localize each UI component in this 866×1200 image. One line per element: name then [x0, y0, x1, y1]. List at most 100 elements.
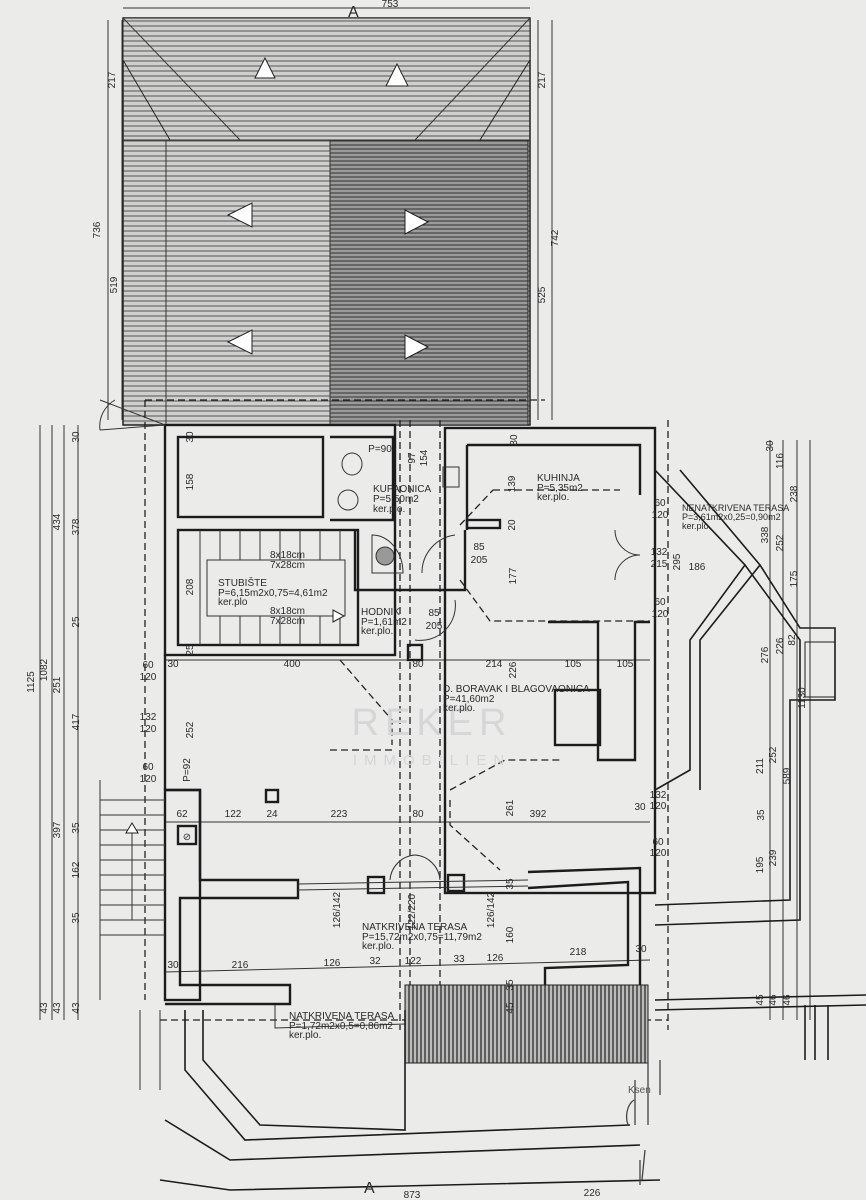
arrow-left-icon: [226, 202, 253, 228]
dimension-label: 1125: [26, 671, 37, 693]
walls: ⊘: [163, 423, 657, 1064]
dimension-label: 226: [775, 637, 786, 654]
svg-text:P=1,61m2: P=1,61m2: [361, 617, 407, 628]
svg-text:NATKRIVENA TERASA: NATKRIVENA TERASA: [362, 922, 468, 933]
dimension-label: 251: [52, 676, 63, 693]
handwritten-note: Ksen: [628, 1085, 651, 1096]
dimension-label: 378: [71, 518, 82, 535]
bidet-icon: [337, 489, 359, 511]
dimension-label: 120: [652, 609, 669, 620]
dimension-label: 80: [412, 809, 424, 820]
svg-text:D. BORAVAK I BLAGOVAONICA: D. BORAVAK I BLAGOVAONICA: [443, 684, 590, 695]
dimension-label: 32: [369, 956, 381, 967]
dimension-label: 736: [92, 221, 103, 238]
arrow-right-icon: [404, 209, 430, 235]
dimension-label: 80: [412, 659, 424, 670]
dimension-label: 218: [570, 947, 587, 958]
dimension-label: 126: [324, 958, 341, 969]
dimension-label: 392: [530, 809, 547, 820]
dimension-label: 120: [140, 724, 157, 735]
dimension-label: 20: [507, 519, 518, 531]
dimension-label: 132: [140, 712, 157, 723]
dimension-label: 60: [654, 597, 666, 608]
terrace-outline: [159, 469, 866, 1191]
dimension-label: 60: [142, 762, 154, 773]
dimension-label: 35: [71, 822, 82, 834]
dimension-label: 97: [407, 452, 418, 464]
dimension-label: 434: [52, 513, 63, 530]
section-marker-bottom: A: [364, 1180, 375, 1197]
door-swing-icon: [389, 854, 441, 881]
dimension-label: 239: [768, 849, 779, 866]
dimension-label: 45: [755, 994, 766, 1006]
dimension-label: 338: [760, 526, 771, 543]
dimension-label: 742: [550, 229, 561, 246]
dimension-label: 120: [140, 672, 157, 683]
dimension-label: 25: [185, 644, 196, 656]
svg-text:ker.plo.: ker.plo.: [443, 703, 475, 714]
dimension-label: 46: [768, 994, 779, 1006]
dimension-label: 30: [167, 659, 179, 670]
dimension-label: 154: [419, 449, 430, 466]
dimension-label: 217: [537, 71, 548, 88]
svg-text:P=5,35m2: P=5,35m2: [537, 483, 583, 494]
dimension-label: 60: [142, 660, 154, 671]
chimney-icon: ⊘: [183, 832, 191, 843]
exterior-stairs-left: [99, 780, 165, 1090]
dimension-label: 139: [507, 475, 518, 492]
svg-text:P=3,61m2x0,25=0,90m2: P=3,61m2x0,25=0,90m2: [682, 512, 781, 522]
dimension-label: 30: [185, 431, 196, 443]
dimension-label: 33: [453, 954, 465, 965]
dimension-label: 43: [71, 1002, 82, 1014]
dimension-label: 120: [140, 774, 157, 785]
dimension-label: 126/142: [486, 891, 497, 928]
svg-text:KUPAONICA: KUPAONICA: [373, 484, 431, 495]
dimension-label: 589: [782, 767, 793, 784]
svg-text:ker.plo.: ker.plo.: [373, 504, 405, 515]
dimension-label: 252: [775, 534, 786, 551]
svg-text:P=5,50m2: P=5,50m2: [373, 494, 419, 505]
dimension-label: 162: [71, 861, 82, 878]
dimension-label: 295: [672, 553, 683, 570]
svg-text:P=15,72m2x0,75=11,79m2: P=15,72m2x0,75=11,79m2: [362, 932, 482, 943]
dimension-label: 30: [509, 434, 520, 446]
room-stubiste: STUBIŠTE P=6,15m2x0,75=4,61m2 ker.plo 8x…: [218, 550, 328, 627]
dimension-label: 132: [651, 547, 668, 558]
dimension-label: 208: [185, 578, 196, 595]
dimension-label: P=90: [368, 444, 392, 455]
dimension-label: 62: [176, 809, 188, 820]
dimension-label: 82: [787, 634, 798, 646]
dimension-label: 43: [39, 1002, 50, 1014]
dimension-label: 261: [505, 799, 516, 816]
arrow-right-icon: [404, 334, 430, 360]
dimension-label: 60: [652, 837, 664, 848]
dimension-label: 160: [505, 926, 516, 943]
dimension-label: 238: [789, 485, 800, 502]
dimension-label: 211: [755, 758, 766, 774]
dimension-label: P=92: [182, 758, 193, 782]
dimension-label: 223: [331, 809, 348, 820]
dimension-lines: [39, 7, 811, 1020]
room-natkrivena-terasa: NATKRIVENA TERASA P=15,72m2x0,75=11,79m2…: [362, 922, 482, 952]
dimension-label: 122/220: [407, 893, 418, 930]
dimension-label: 217: [107, 71, 118, 88]
dimension-label: 195: [755, 856, 766, 873]
dimension-label: 120: [652, 510, 669, 521]
dimension-label: 216: [232, 960, 249, 971]
dimension-label: 252: [185, 721, 196, 738]
dimension-label: 214: [486, 659, 503, 670]
handwritten-annotation: Ksen: [625, 1060, 661, 1185]
svg-text:ker.plo.: ker.plo.: [361, 626, 393, 637]
dimension-label: 35: [756, 809, 767, 821]
dimension-label: 177: [508, 567, 519, 584]
svg-text:ker.plo.: ker.plo.: [537, 492, 569, 503]
dimension-label: 30: [634, 802, 646, 813]
room-kuhinja: KUHINJA P=5,35m2 ker.plo.: [537, 473, 583, 503]
dimension-label: 873: [404, 1190, 421, 1200]
sink-icon: [442, 466, 460, 488]
svg-text:P=41,60m2: P=41,60m2: [443, 694, 495, 705]
dimension-label: 519: [109, 276, 120, 293]
dimension-label: 30: [765, 440, 776, 452]
